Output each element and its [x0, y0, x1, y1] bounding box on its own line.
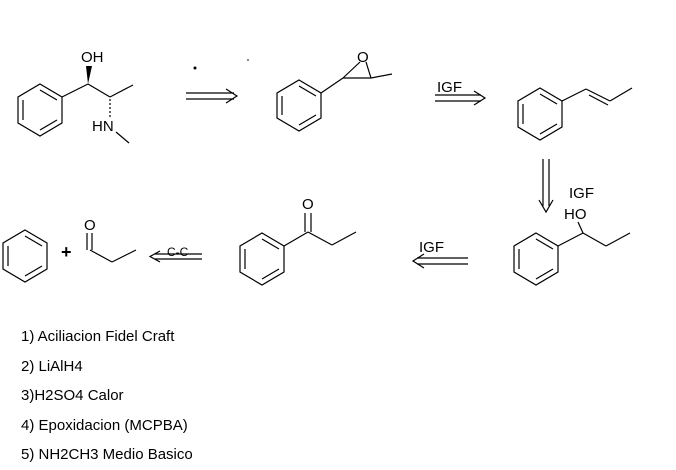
arrow-to-alcohol: IGF — [538, 159, 594, 214]
wedge-bond — [86, 66, 92, 84]
step-item: 4) Epoxidacion (MCPBA) — [21, 416, 188, 434]
bond — [109, 84, 134, 98]
bond — [283, 231, 309, 247]
benzene-ring — [276, 79, 322, 132]
bond — [370, 73, 393, 79]
dot — [193, 66, 197, 70]
bond — [582, 232, 607, 247]
benzene-product — [2, 229, 48, 283]
reaction-steps-list: 1) Aciliacion Fidel Craft 2) LiAlH4 3)H2… — [21, 322, 193, 470]
ho-label: HO — [564, 206, 587, 223]
benzene-ring — [517, 87, 563, 141]
oh-label: OH — [81, 49, 104, 66]
dot — [247, 59, 249, 61]
benzene-ring — [513, 232, 559, 286]
nh-label: HN — [92, 118, 114, 135]
alcohol-molecule: HO — [513, 206, 631, 286]
bond — [561, 88, 587, 102]
bond — [320, 77, 344, 94]
bond — [557, 232, 584, 247]
arrow-to-ketone: IGF — [411, 239, 468, 269]
bond — [342, 61, 361, 79]
bond — [89, 249, 113, 263]
bond — [577, 221, 584, 234]
bond — [609, 87, 633, 102]
arrow-label: IGF — [419, 239, 444, 256]
alkene-molecule — [517, 87, 633, 141]
step-item: 1) Aciliacion Fidel Craft — [21, 328, 175, 345]
aldehyde-o-label: O — [84, 217, 96, 234]
bond — [87, 83, 111, 98]
bond — [331, 231, 357, 246]
bond — [115, 131, 130, 144]
benzene-ring — [17, 83, 63, 137]
benzene-ring — [239, 232, 285, 286]
arrow-label: C-C — [167, 245, 189, 259]
epoxide-o-label: O — [357, 49, 369, 66]
double-bond — [585, 88, 611, 102]
arrow-label: IGF — [569, 185, 594, 202]
bond — [111, 249, 137, 263]
arrow-to-epoxide — [186, 88, 239, 104]
step-item: 3)H2SO4 Calor — [21, 387, 124, 404]
arrow-disconnection: C-C — [148, 245, 202, 263]
arrow-label: IGF — [437, 79, 462, 96]
start-molecule: OH HN — [17, 49, 134, 144]
bond — [61, 83, 89, 98]
step-item: 5) NH2CH3 Medio Basico — [21, 446, 193, 463]
aldehyde-product: O — [84, 217, 137, 263]
plus-sign: + — [61, 242, 72, 262]
bond — [605, 232, 631, 247]
bond — [307, 231, 333, 246]
step-item: 2) LiAlH4 — [21, 357, 83, 375]
bond — [365, 61, 372, 79]
arrow-to-alkene: IGF — [435, 79, 487, 106]
epoxide-molecule: O — [276, 49, 393, 132]
ketone-molecule: O — [239, 196, 357, 286]
ketone-o-label: O — [302, 196, 314, 213]
double-bond — [588, 94, 609, 106]
